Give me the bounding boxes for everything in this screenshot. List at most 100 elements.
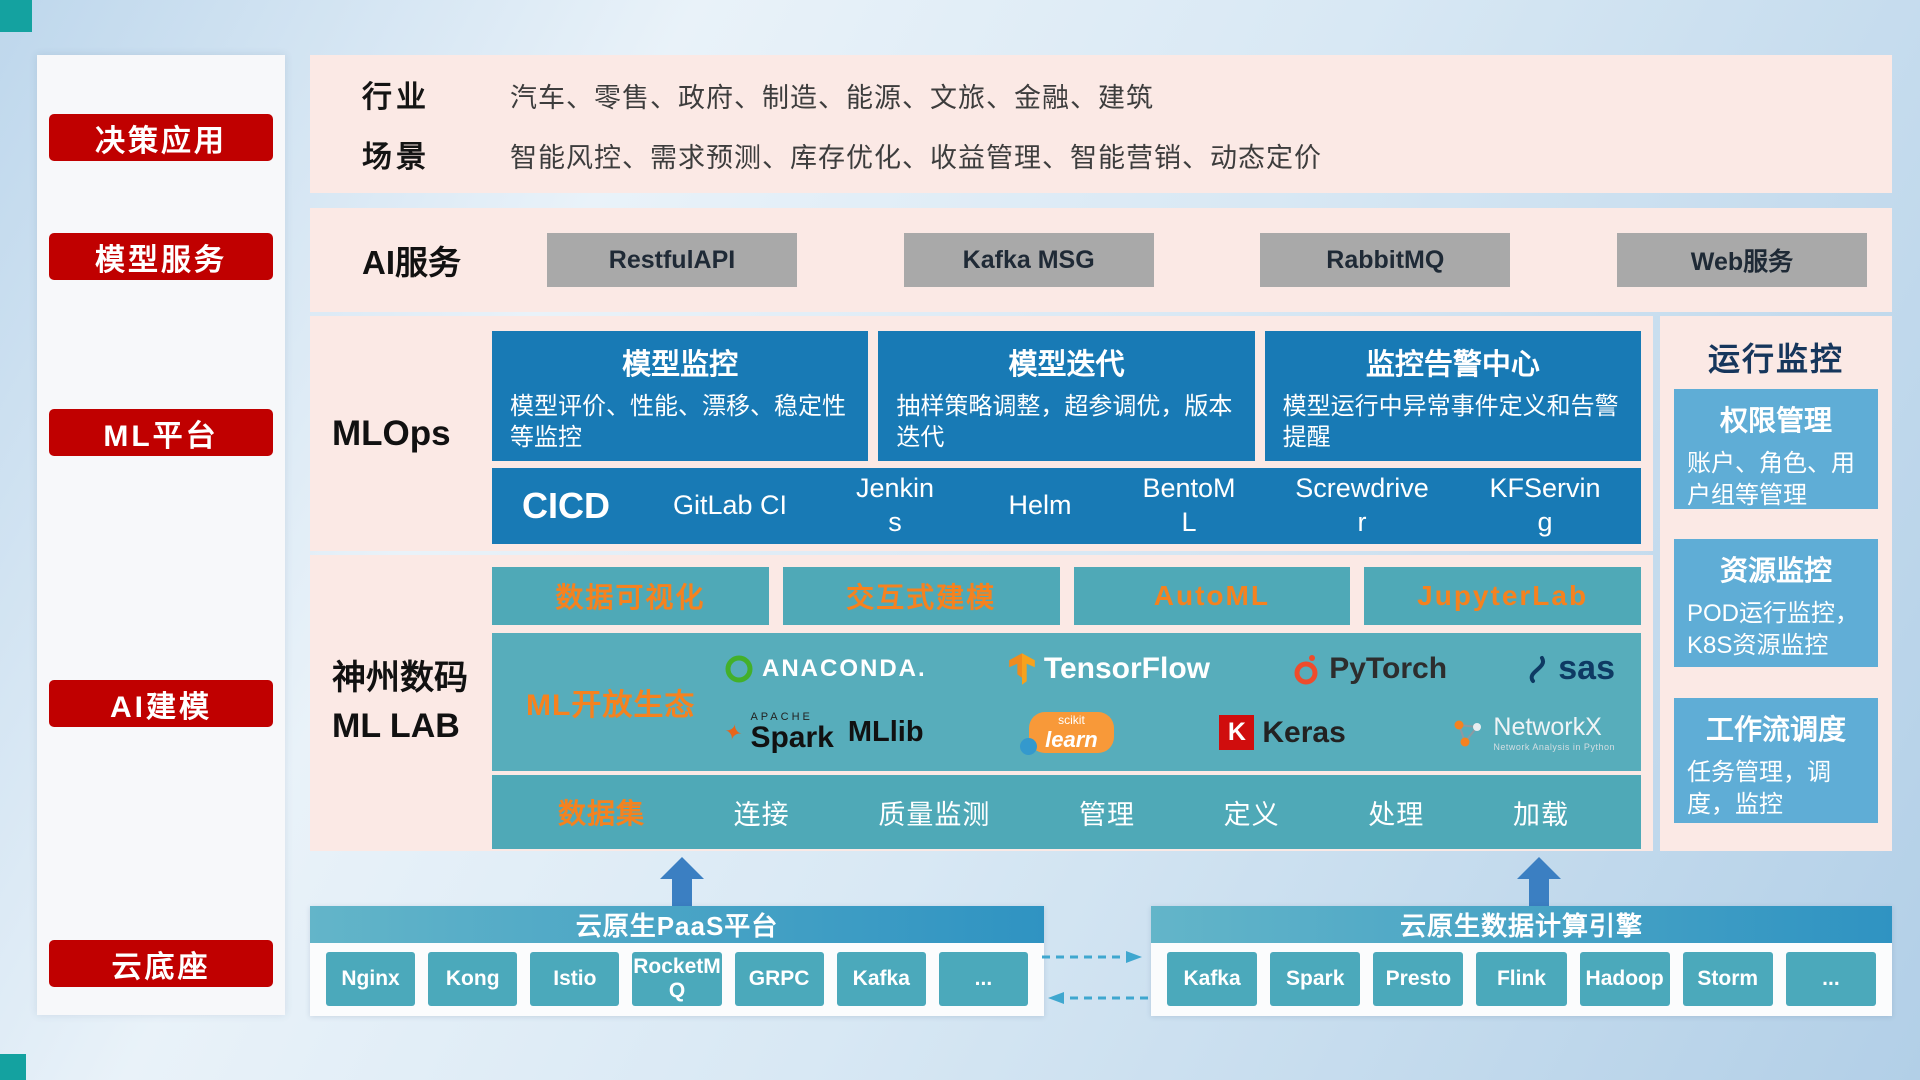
card-desc: 模型评价、性能、漂移、稳定性等监控 (510, 393, 846, 452)
interactive-modeling-button: 交互式建模 (782, 567, 1060, 625)
spark-star-icon: ✦ (721, 717, 745, 747)
chip-istio: Istio (530, 952, 620, 1006)
cicd-items: GitLab CI Jenkins Helm BentoML Screwdriv… (665, 472, 1603, 540)
cicd-item-screwdriver: Screwdriver (1295, 473, 1429, 537)
keras-icon: K (1219, 715, 1255, 750)
industry-row: 行业 汽车、零售、政府、制造、能源、文旅、金融、建筑 (362, 72, 1862, 116)
tensorflow-icon (1009, 652, 1035, 685)
mlops-section: MLOps 模型监控 模型评价、性能、漂移、稳定性等监控 模型迭代 抽样策略调整… (310, 316, 1653, 551)
rail-item-ml-platform: ML平台 (49, 409, 273, 456)
model-monitoring-card: 模型监控 模型评价、性能、漂移、稳定性等监控 (492, 331, 869, 461)
jupyterlab-button: JupyterLab (1364, 567, 1641, 625)
mlops-cards: 模型监控 模型评价、性能、漂移、稳定性等监控 模型迭代 抽样策略调整，超参调优，… (492, 331, 1641, 461)
model-iteration-card: 模型迭代 抽样策略调整，超参调优，版本迭代 (878, 331, 1255, 461)
ecosystem-logo-rows: ANACONDA. TensorFlow PyTorch sas (721, 637, 1615, 765)
sas-wordmark: sas (1558, 649, 1615, 687)
tensorflow-logo: TensorFlow (1008, 652, 1210, 686)
scikit-learn-logo: scikit learn (1020, 712, 1114, 755)
spark-mllib-logo: ✦ APACHE Spark MLlib (721, 712, 924, 753)
ml-lab-label: 神州数码 ML LAB (332, 555, 492, 851)
card-title: 工作流调度 (1705, 714, 1846, 745)
scikit-learn-blob: scikit learn (1029, 712, 1114, 753)
ml-open-ecosystem-label: ML开放生态 (526, 689, 696, 722)
spark-wordmark: Spark (750, 721, 834, 754)
learn-text: learn (1045, 726, 1098, 752)
dataset-bar: 数据集 连接 质量监测 管理 定义 处理 加载 (492, 775, 1641, 849)
sas-logo: sas (1528, 649, 1615, 688)
rabbitmq-button: RabbitMQ (1260, 233, 1511, 287)
ai-service-label: AI服务 (362, 244, 461, 281)
cicd-item-jenkins: Jenkins (855, 473, 935, 537)
chip-flink: Flink (1476, 952, 1567, 1006)
spark-wordmark-group: APACHE Spark (750, 712, 833, 753)
paas-platform-panel: 云原生PaaS平台 Nginx Kong Istio RocketMQ GRPC… (310, 906, 1044, 1016)
data-visualization-button: 数据可视化 (492, 567, 769, 625)
card-title: 监控告警中心 (1365, 349, 1540, 381)
chip-kafka: Kafka (1167, 952, 1258, 1006)
rail-item-model-service: 模型服务 (49, 233, 273, 280)
spark-apache-text: APACHE (750, 711, 813, 723)
ai-service-buttons: RestfulAPI Kafka MSG RabbitMQ Web服务 (547, 233, 1867, 287)
rail-item-cloud-base: 云底座 (49, 940, 273, 987)
chip-kong: Kong (428, 952, 518, 1006)
ml-lab-label-line2: ML LAB (332, 707, 460, 745)
ml-lab-section: 神州数码 ML LAB 数据可视化 交互式建模 AutoML JupyterLa… (310, 555, 1653, 851)
runtime-monitoring-panel: 运行监控 权限管理 账户、角色、用户组等管理 资源监控 POD运行监控，K8S资… (1660, 316, 1892, 851)
card-desc: 任务管理，调度，监控 (1687, 759, 1831, 818)
corner-decoration-bottom-left (0, 1054, 26, 1080)
cicd-item-gitlab-ci: GitLab CI (672, 490, 788, 521)
industry-value: 汽车、零售、政府、制造、能源、文旅、金融、建筑 (510, 83, 1154, 113)
anaconda-logo: ANACONDA. (724, 654, 927, 684)
chip-more: ... (1785, 952, 1876, 1006)
card-desc: POD运行监控，K8S资源监控 (1687, 600, 1860, 659)
dataset-item-load: 加载 (1512, 799, 1569, 830)
chip-rocketmq: RocketMQ (632, 952, 722, 1006)
ml-lab-tools: 数据可视化 交互式建模 AutoML JupyterLab (492, 567, 1641, 625)
ai-service-section: AI服务 RestfulAPI Kafka MSG RabbitMQ Web服务 (310, 208, 1892, 312)
dataset-item-define: 定义 (1223, 799, 1280, 830)
anaconda-icon (725, 655, 753, 682)
keras-logo: K Keras (1219, 715, 1346, 750)
scikit-learn-dot-icon (1020, 737, 1038, 755)
dataset-item-connect: 连接 (733, 799, 790, 830)
ml-open-ecosystem-block: ML开放生态 ANACONDA. TensorFlow PyTorch (492, 633, 1641, 771)
cicd-item-bentoml: BentoML (1142, 473, 1236, 537)
paas-platform-title: 云原生PaaS平台 (310, 906, 1044, 943)
cicd-bar: CICD GitLab CI Jenkins Helm BentoML Scre… (492, 468, 1641, 544)
cicd-label: CICD (522, 485, 610, 526)
logo-row-1: ANACONDA. TensorFlow PyTorch sas (724, 649, 1615, 688)
card-title: 权限管理 (1719, 405, 1832, 436)
data-exchange-arrows (1042, 951, 1148, 1004)
chip-spark: Spark (1270, 952, 1361, 1006)
dataset-item-manage: 管理 (1078, 799, 1135, 830)
mllib-wordmark: MLlib (847, 716, 924, 748)
up-arrow-paas (660, 857, 704, 907)
networkx-wordmark-group: NetworkX Network Analysis in Python (1493, 713, 1615, 752)
networkx-icon (1454, 720, 1482, 746)
chip-storm: Storm (1682, 952, 1773, 1006)
dataset-item-quality: 质量监测 (878, 799, 991, 830)
networkx-logo: NetworkX Network Analysis in Python (1451, 713, 1615, 752)
resource-monitoring-card: 资源监控 POD运行监控，K8S资源监控 (1674, 539, 1878, 667)
left-category-rail: 决策应用 模型服务 ML平台 AI建模 云底座 (37, 55, 285, 1015)
keras-wordmark: Keras (1262, 715, 1346, 749)
logo-row-2: ✦ APACHE Spark MLlib scikit learn (721, 712, 1615, 755)
rail-item-decision-apps: 决策应用 (49, 114, 273, 161)
sas-icon (1529, 655, 1546, 683)
automl-button: AutoML (1073, 567, 1351, 625)
pytorch-wordmark: PyTorch (1329, 651, 1448, 685)
ml-lab-label-line1: 神州数码 (332, 659, 468, 698)
card-desc: 抽样策略调整，超参调优，版本迭代 (896, 393, 1233, 452)
card-desc: 账户、角色、用户组等管理 (1687, 450, 1855, 509)
card-title: 资源监控 (1719, 555, 1832, 586)
data-engine-title: 云原生数据计算引擎 (1151, 906, 1892, 943)
workflow-scheduling-card: 工作流调度 任务管理，调度，监控 (1674, 698, 1878, 823)
networkx-wordmark: NetworkX (1493, 712, 1602, 741)
engine-chips: Kafka Spark Presto Flink Hadoop Storm ..… (1151, 943, 1892, 1015)
rail-item-ai-modeling: AI建模 (49, 680, 273, 727)
alert-center-card: 监控告警中心 模型运行中异常事件定义和告警提醒 (1264, 331, 1641, 461)
industry-scenario-section: 行业 汽车、零售、政府、制造、能源、文旅、金融、建筑 场景 智能风控、需求预测、… (310, 55, 1892, 193)
anaconda-wordmark: ANACONDA. (762, 654, 927, 682)
card-title: 模型迭代 (1008, 349, 1125, 381)
